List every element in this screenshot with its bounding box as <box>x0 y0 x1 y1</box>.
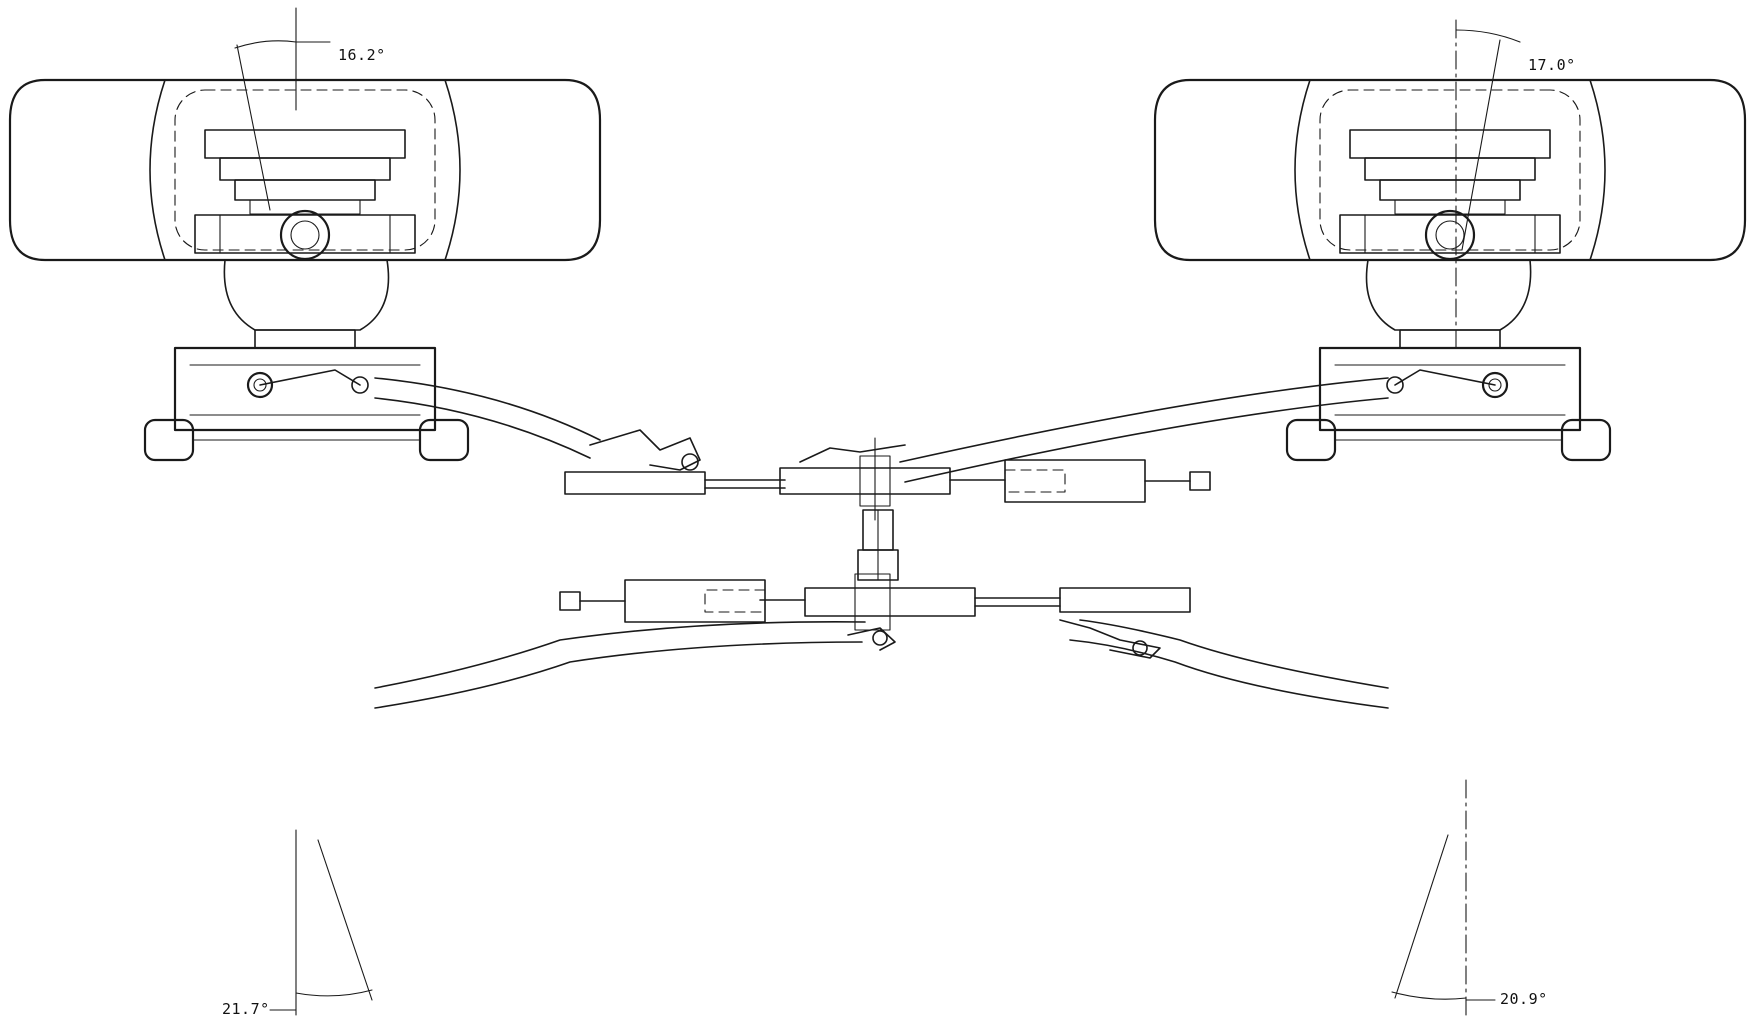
front-left-angle-arc <box>234 40 297 49</box>
rear-left-angle-arc <box>295 989 373 997</box>
rear-right-steer-line <box>1394 834 1449 999</box>
front-left-steer-line <box>236 44 271 211</box>
rear-left-tie-rod <box>374 621 866 709</box>
rear-right-tie-rod <box>1069 619 1389 709</box>
front-right-angle-label: 17.0° <box>1528 56 1576 74</box>
front-right-wheel-assembly <box>1153 78 1747 462</box>
front-left-angle-label: 16.2° <box>338 46 386 64</box>
front-right-steer-line <box>1461 39 1501 251</box>
front-right-angle-arc <box>1455 29 1521 43</box>
front-left-wheel-assembly <box>8 78 602 462</box>
rear-right-angle-label: 20.9° <box>1500 990 1548 1008</box>
rear-left-steer-line <box>317 839 373 1001</box>
front-left-tie-rod <box>374 377 601 459</box>
rear-left-angle-label: 21.7° <box>222 1000 270 1018</box>
central-steering-linkage <box>559 429 1211 659</box>
front-right-tie-rod <box>899 377 1389 483</box>
rear-right-angle-arc <box>1391 991 1467 1000</box>
